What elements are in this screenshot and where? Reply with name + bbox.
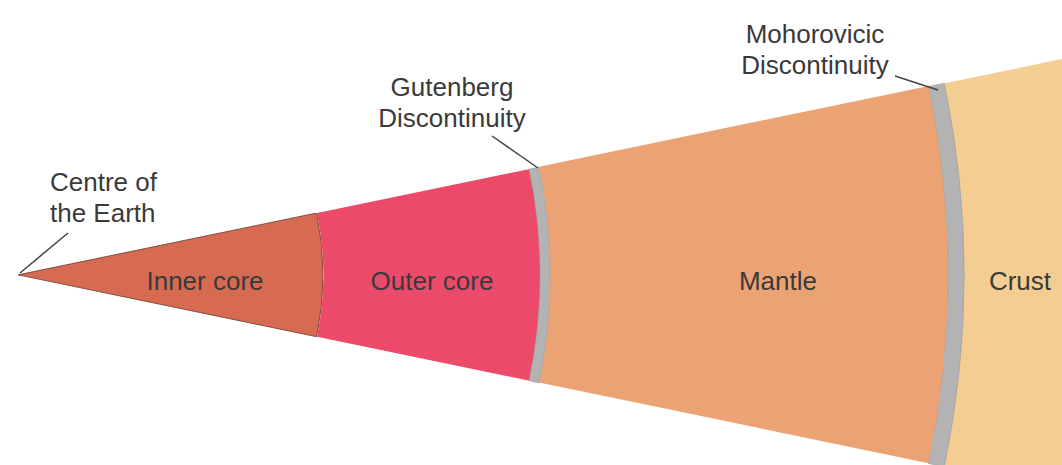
layer-label: Gutenberg Discontinuity [362, 72, 542, 134]
label-box: Gutenberg Discontinuity [362, 72, 542, 134]
mohorovicic-band [929, 83, 964, 465]
layer-name: Crust [989, 267, 1051, 297]
label-box: Mohorovicic Discontinuity [720, 19, 910, 81]
layer-name: Outer core [371, 267, 494, 297]
earth-layer: Inner core [18, 213, 323, 337]
layer-label: Mohorovicic Discontinuity [720, 19, 910, 81]
leader-line [20, 233, 68, 273]
layer-name: Inner core [146, 267, 263, 297]
layer-fill [18, 213, 323, 337]
label-box: Centre of the Earth [50, 167, 190, 229]
layer-fill [539, 86, 948, 463]
gutenberg-band [529, 167, 550, 383]
leader-line [895, 76, 938, 90]
leader-line [492, 136, 538, 168]
earth-layer: Mantle [539, 86, 948, 463]
layer-fill [317, 169, 540, 381]
layer-name: Mantle [739, 267, 817, 297]
layer-label: Centre of the Earth [50, 167, 190, 229]
earth-layer: Outer core [317, 169, 540, 381]
